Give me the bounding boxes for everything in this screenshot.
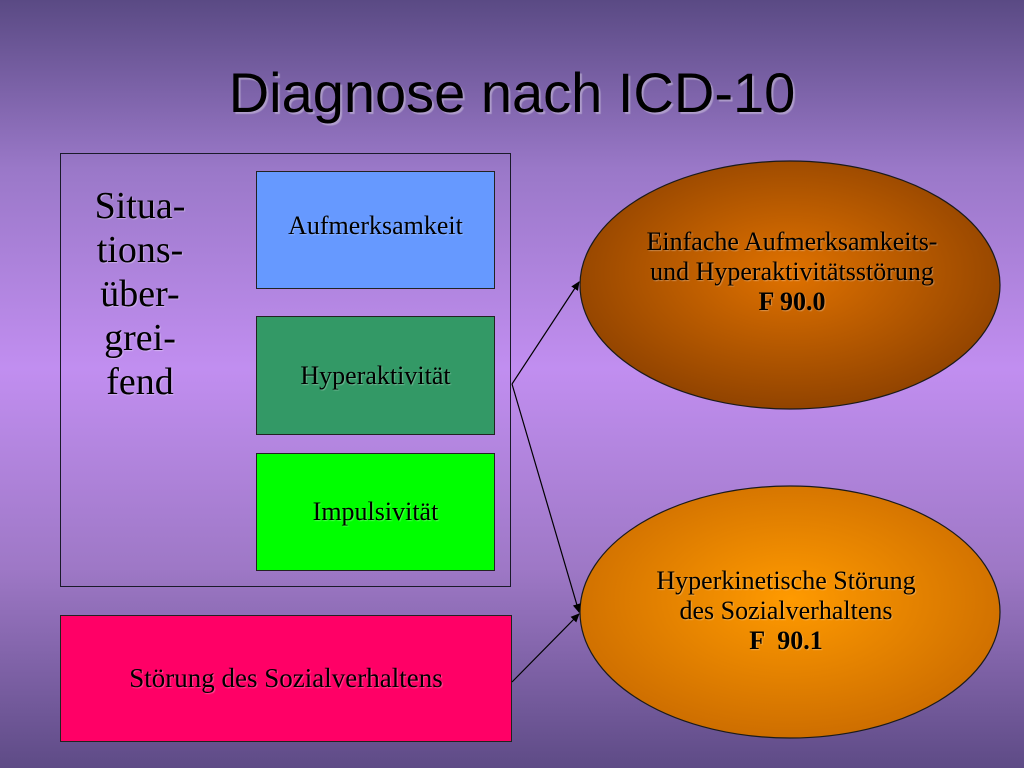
attention-box: Aufmerksamkeit xyxy=(256,171,495,289)
diagnosis-line: des Sozialverhaltens xyxy=(679,596,893,625)
social-behavior-box: Störung des Sozialverhaltens xyxy=(60,615,512,742)
situation-label-line: tions- xyxy=(96,229,184,271)
arrow-hyper-to-f90-1 xyxy=(511,383,581,613)
arrow-hyper-to-f90-0 xyxy=(511,281,580,385)
diagnosis-f90-0-text: Einfache Aufmerksamkeits- und Hyperaktiv… xyxy=(582,227,1002,317)
diagnosis-ellipse-f90-0 xyxy=(579,160,1001,410)
situation-label-line: über- xyxy=(100,273,180,315)
situation-label: Situa- tions- über- grei- fend xyxy=(80,184,200,404)
diagnosis-code: F 90.1 xyxy=(749,626,823,655)
impulsivity-box: Impulsivität xyxy=(256,453,495,571)
diagnosis-line: Hyperkinetische Störung xyxy=(656,566,916,595)
diagnosis-line: und Hyperaktivitätsstörung xyxy=(650,257,934,286)
situation-label-line: fend xyxy=(106,361,174,403)
diagnosis-code: F 90.0 xyxy=(758,287,826,316)
hyperactivity-box: Hyperaktivität xyxy=(256,316,495,435)
situation-label-line: grei- xyxy=(104,317,176,359)
situation-label-line: Situa- xyxy=(94,185,186,227)
slide-title: Diagnose nach ICD-10 xyxy=(228,61,796,124)
diagnosis-line: Einfache Aufmerksamkeits- xyxy=(646,227,938,256)
situation-frame xyxy=(60,153,511,587)
diagnosis-f90-1-text: Hyperkinetische Störung des Sozialverhal… xyxy=(582,566,990,656)
arrow-social-to-f90-1 xyxy=(511,613,580,683)
